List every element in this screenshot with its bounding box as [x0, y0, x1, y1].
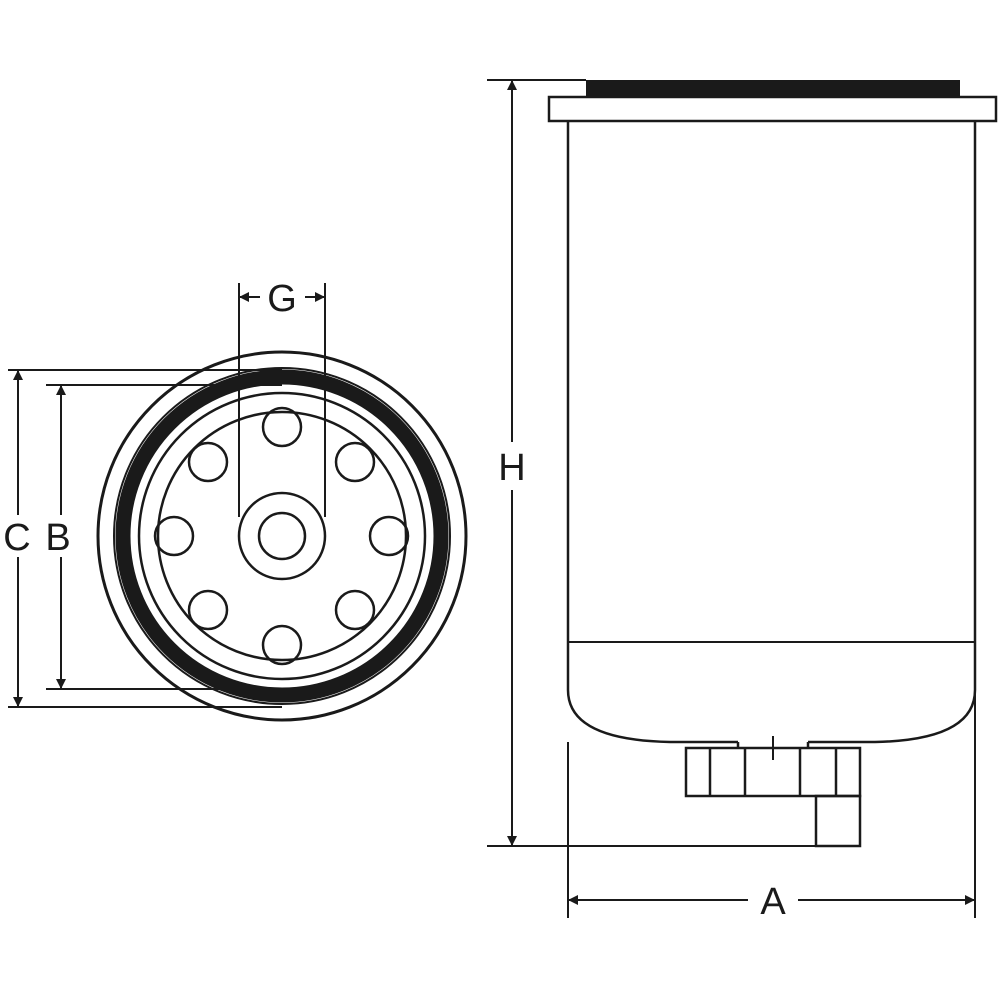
base-plate: [137, 391, 427, 681]
top-flange: [547, 95, 998, 123]
gasket-outer-edge: [113, 367, 451, 705]
inlet-hole: [261, 406, 303, 448]
dimension-label-c: C: [3, 517, 30, 559]
dimension-label-h: H: [498, 447, 525, 489]
drain-valve: [684, 736, 862, 848]
top-view: G C B: [3, 278, 468, 722]
inlet-hole: [187, 441, 229, 483]
center-thread-outer: [237, 491, 327, 581]
inlet-hole: [334, 441, 376, 483]
inlet-hole: [368, 515, 410, 557]
center-thread-inner: [257, 511, 307, 561]
dimension-label-b: B: [45, 517, 70, 559]
inlet-hole: [261, 624, 303, 666]
inlet-hole: [187, 589, 229, 631]
dimension-label-a: A: [760, 881, 786, 923]
inlet-hole: [153, 515, 195, 557]
inlet-holes: [153, 406, 410, 666]
inlet-hole: [334, 589, 376, 631]
canister-body: [566, 121, 977, 744]
inner-plate: [156, 410, 408, 662]
dimension-label-g: G: [267, 278, 297, 320]
valve-outlet: [814, 794, 862, 848]
outer-rim: [96, 350, 468, 722]
side-view: H A: [487, 79, 998, 923]
top-gasket: [586, 80, 960, 97]
gasket-ring: [115, 369, 449, 703]
